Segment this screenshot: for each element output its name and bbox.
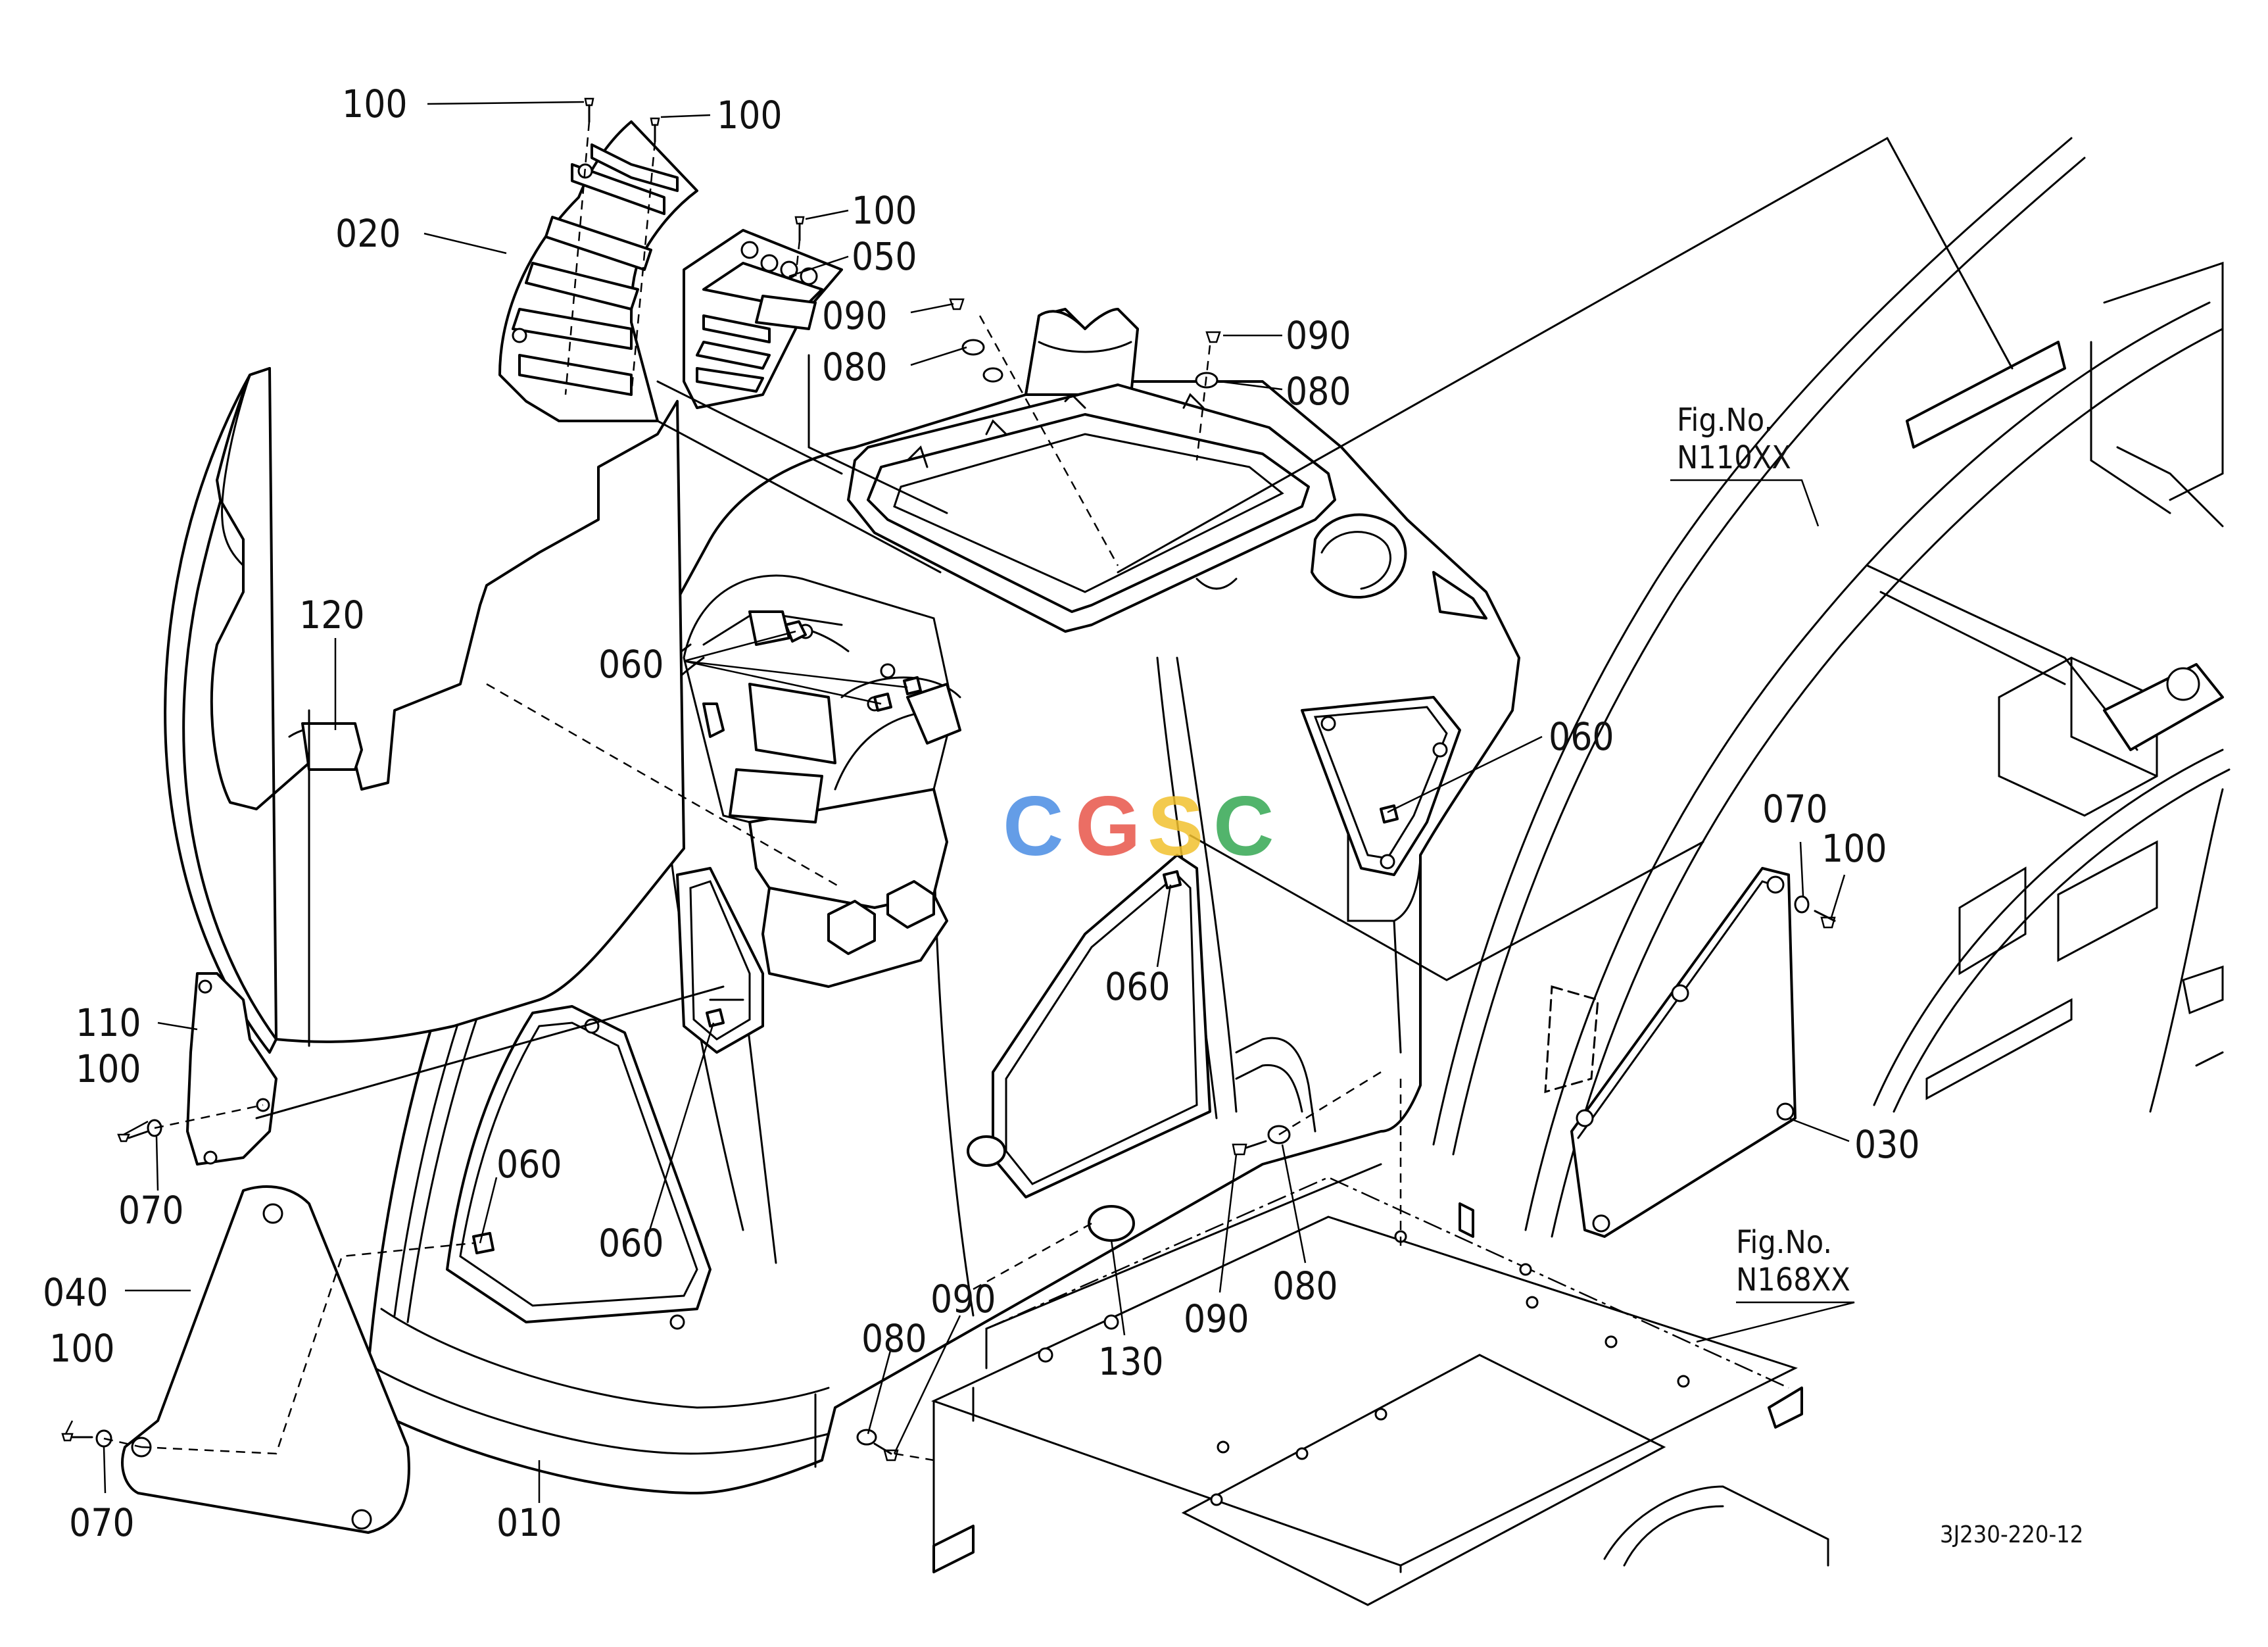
- callout-100-c: 100: [852, 188, 917, 233]
- panel-040: [121, 1185, 410, 1534]
- callout-050: 050: [852, 234, 917, 279]
- callout-110: 110: [76, 1000, 141, 1045]
- callout-030: 030: [1854, 1122, 1920, 1167]
- drawing-number: 3J230-220-12: [1940, 1521, 2083, 1548]
- fasteners: [61, 97, 1836, 1462]
- callout-080-b: 080: [1286, 369, 1351, 414]
- callout-010: 010: [496, 1500, 562, 1545]
- callout-060-a: 060: [598, 642, 664, 687]
- callout-labels: 100 100 100 020 050 090 080 090 080 120 …: [43, 82, 1920, 1545]
- fig-ref-2-code: N168XX: [1736, 1262, 1850, 1298]
- callout-090-a: 090: [822, 293, 888, 338]
- callout-090-b: 090: [1286, 313, 1351, 358]
- callout-060-d: 060: [496, 1142, 562, 1187]
- watermark-letter-3: S: [1147, 779, 1203, 873]
- floor-plate: [931, 1163, 1829, 1606]
- callout-060-b: 060: [1549, 714, 1614, 759]
- watermark-letter-1: C: [1003, 779, 1063, 873]
- panel-110: [186, 972, 277, 1166]
- watermark-logo: C G S C: [1003, 779, 1274, 873]
- callout-090-d: 090: [1184, 1296, 1249, 1341]
- callout-100-d: 100: [76, 1046, 141, 1091]
- fig-ref-1-label: Fig.No.: [1677, 402, 1773, 439]
- callout-040: 040: [43, 1270, 109, 1315]
- assembly-lines: [103, 121, 2014, 1462]
- callout-060-e: 060: [598, 1221, 664, 1266]
- callout-020: 020: [335, 211, 401, 256]
- panel-030: [1544, 867, 1797, 1238]
- panel-050: [683, 229, 843, 409]
- callout-120: 120: [299, 593, 365, 637]
- chassis-frame: [1432, 137, 2231, 1238]
- watermark-letter-2: G: [1075, 779, 1141, 873]
- callout-080-c: 080: [861, 1316, 927, 1361]
- callout-070-b: 070: [69, 1500, 135, 1545]
- callout-070-a: 070: [118, 1188, 184, 1233]
- callout-080-d: 080: [1272, 1264, 1338, 1308]
- callout-100-e: 100: [49, 1326, 115, 1371]
- callout-060-c: 060: [1105, 964, 1170, 1009]
- callout-130: 130: [1098, 1339, 1164, 1384]
- callout-080-a: 080: [822, 345, 888, 389]
- callout-100-a: 100: [342, 82, 408, 126]
- panel-120: [164, 367, 685, 1054]
- figure-references: Fig.No. N110XX Fig.No. N168XX: [1677, 402, 1850, 1298]
- fig-ref-1-code: N110XX: [1677, 439, 1791, 476]
- callout-100-b: 100: [717, 93, 783, 137]
- watermark-letter-4: C: [1213, 779, 1274, 873]
- callout-070-c: 070: [1762, 787, 1828, 831]
- callout-090-c: 090: [930, 1277, 996, 1321]
- fig-ref-2-label: Fig.No.: [1736, 1224, 1832, 1261]
- panel-020: [498, 120, 698, 422]
- callout-100-f: 100: [1822, 826, 1887, 871]
- main-housing-010: [367, 308, 1520, 1494]
- leader-lines: [64, 101, 1855, 1503]
